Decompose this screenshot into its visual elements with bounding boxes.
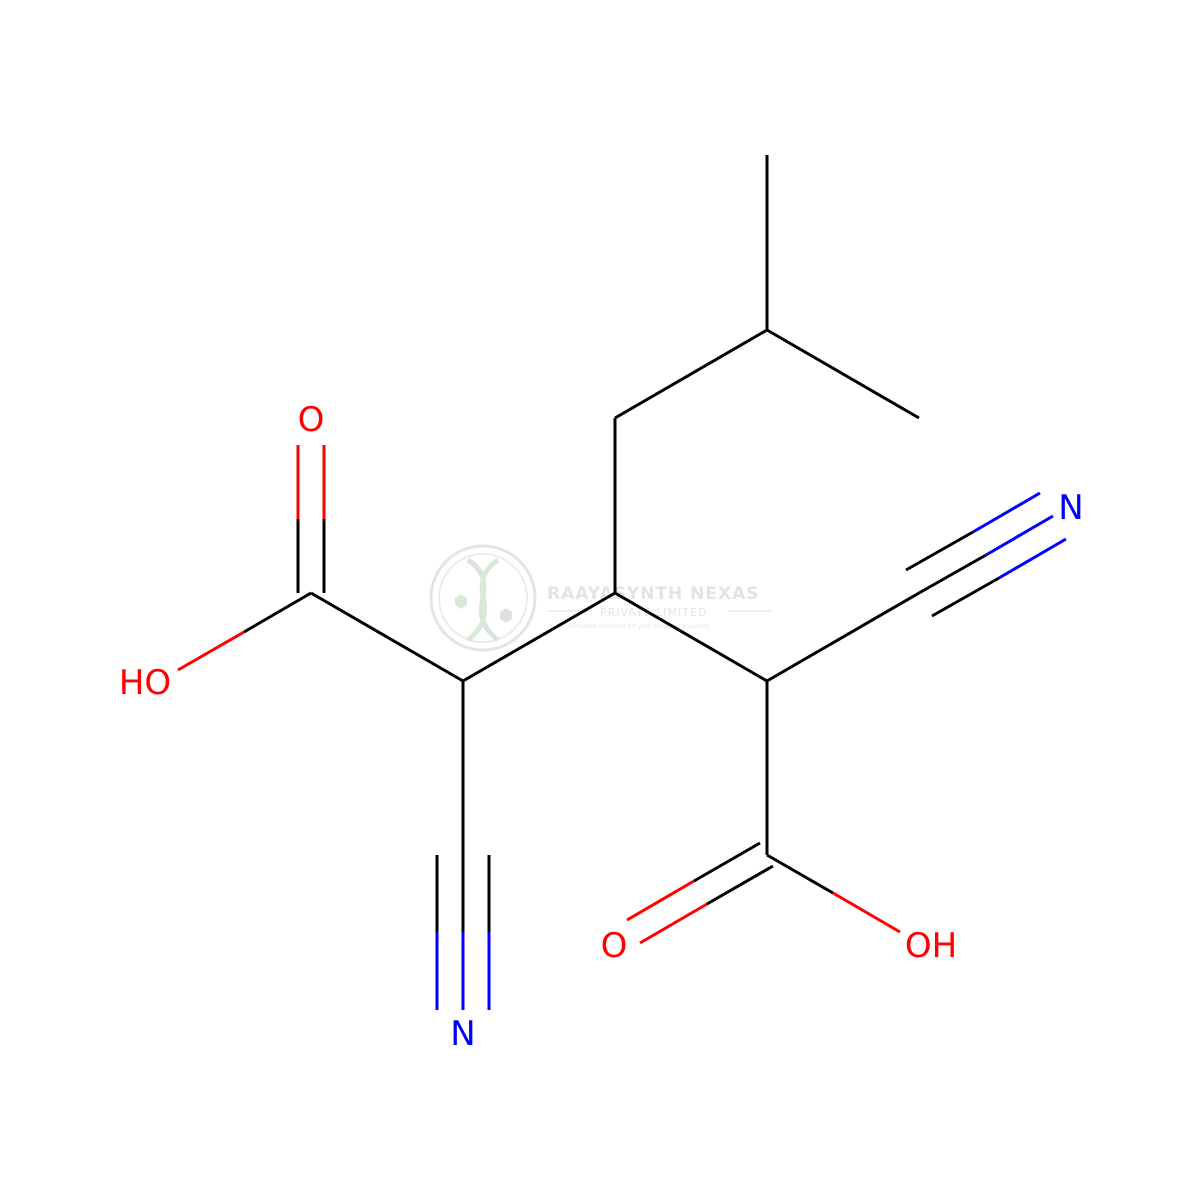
- atom-label-oxygen-bottom: O: [601, 926, 628, 966]
- bonds: [177, 155, 1067, 1010]
- bond-c-oh-bottom: [766, 853, 834, 895]
- bond-nitrile-right-1: [905, 530, 974, 572]
- watermark: RAAYASYNTH NEXAS PRIVATE LIMITED Complet…: [429, 544, 772, 652]
- atom-labels: O HO N N O OH: [119, 400, 1084, 1054]
- bond-carbonyl-bottom-a: [693, 841, 761, 883]
- bond-methyl-right: [766, 328, 920, 420]
- bond-nitrile-right-1-n: [972, 491, 1041, 534]
- bond-left-carboxyl: [310, 591, 464, 683]
- bond-c-oh-left: [243, 591, 312, 634]
- watermark-title: RAAYASYNTH NEXAS: [547, 584, 760, 604]
- dna-helix-logo-icon: [429, 544, 537, 652]
- bond-ch-ch2: [614, 328, 768, 420]
- watermark-subtitle: PRIVATE LIMITED: [600, 606, 707, 619]
- bond-c-oh-left-o: [177, 630, 245, 672]
- atom-label-nitrogen-right: N: [1058, 488, 1083, 528]
- watermark-tagline: Complete solutions for your molecule's j…: [568, 623, 710, 630]
- bond-center-right: [614, 591, 768, 683]
- atom-label-nitrogen-bottom: N: [450, 1014, 475, 1054]
- atom-label-hydroxyl-bottom: OH: [905, 926, 957, 966]
- bond-c-oh-bottom-o: [832, 891, 901, 934]
- bond-carbonyl-bottom-a-o: [626, 879, 695, 922]
- atom-label-hydroxyl-left: HO: [119, 663, 171, 703]
- bond-right-nitrile-single: [766, 591, 920, 683]
- bond-carbonyl-bottom-b: [706, 864, 774, 906]
- atom-label-oxygen-top: O: [298, 400, 325, 440]
- bond-nitrile-right-2-n: [985, 514, 1054, 557]
- bond-nitrile-right-2: [918, 553, 987, 595]
- bond-center-left: [462, 591, 616, 683]
- bond-nitrile-right-3-n: [998, 537, 1067, 580]
- bond-carbonyl-bottom-b-o: [639, 902, 708, 945]
- bond-nitrile-right-3: [931, 576, 1000, 618]
